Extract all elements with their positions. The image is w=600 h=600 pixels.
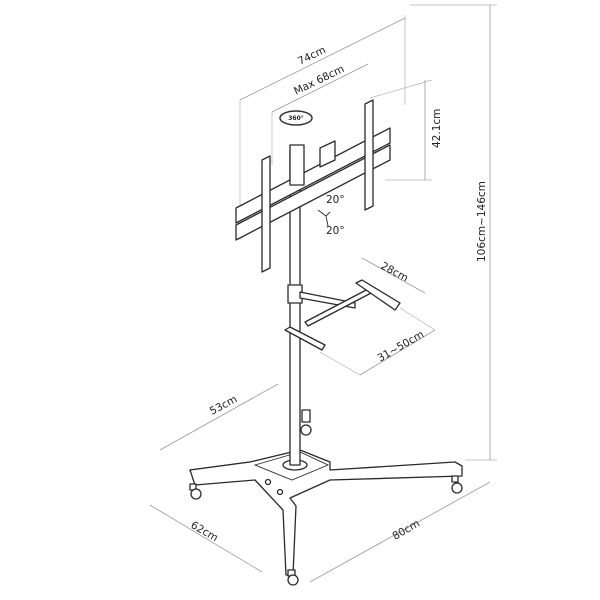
base <box>189 449 463 576</box>
dim-62cm-line <box>149 504 263 573</box>
dim-53cm-line <box>159 383 279 451</box>
rotation-label: 360° <box>288 115 304 122</box>
dim-28cm-line <box>361 257 426 294</box>
label-base-depth: 53cm <box>208 393 240 417</box>
label-width-max: Max 68cm <box>292 63 346 98</box>
shelf-tray-back <box>355 279 401 311</box>
wheel-right <box>451 475 463 494</box>
bracket-right <box>364 99 374 211</box>
rotation-icon: 360° <box>279 110 313 126</box>
tilt-icon <box>317 209 331 227</box>
dimension-lines <box>149 4 497 583</box>
dim-shelf-width-line <box>359 329 436 376</box>
tv-mount <box>235 99 391 273</box>
dim-80cm-line <box>309 481 491 583</box>
wheels <box>189 409 463 586</box>
label-shelf-width: 31~50cm <box>376 328 427 364</box>
label-bracket-height: 42.1cm <box>431 109 443 148</box>
wheel-back <box>300 409 312 436</box>
dim-68cm-line <box>271 63 369 113</box>
shelf-tray-front <box>284 326 326 351</box>
wheel-left <box>189 483 202 500</box>
mount-head <box>289 144 305 186</box>
dim-74cm-line <box>239 17 406 101</box>
wheel-front <box>287 569 299 586</box>
label-tilt-up: 20° <box>326 194 345 206</box>
bracket-left <box>261 155 271 273</box>
label-total-height: 106cm~146cm <box>476 181 488 262</box>
label-tilt-down: 20° <box>326 225 345 237</box>
label-base-width: 80cm <box>391 518 422 543</box>
label-base-side: 62cm <box>189 519 220 544</box>
shelf <box>284 279 401 351</box>
label-shelf-depth: 28cm <box>379 260 411 284</box>
